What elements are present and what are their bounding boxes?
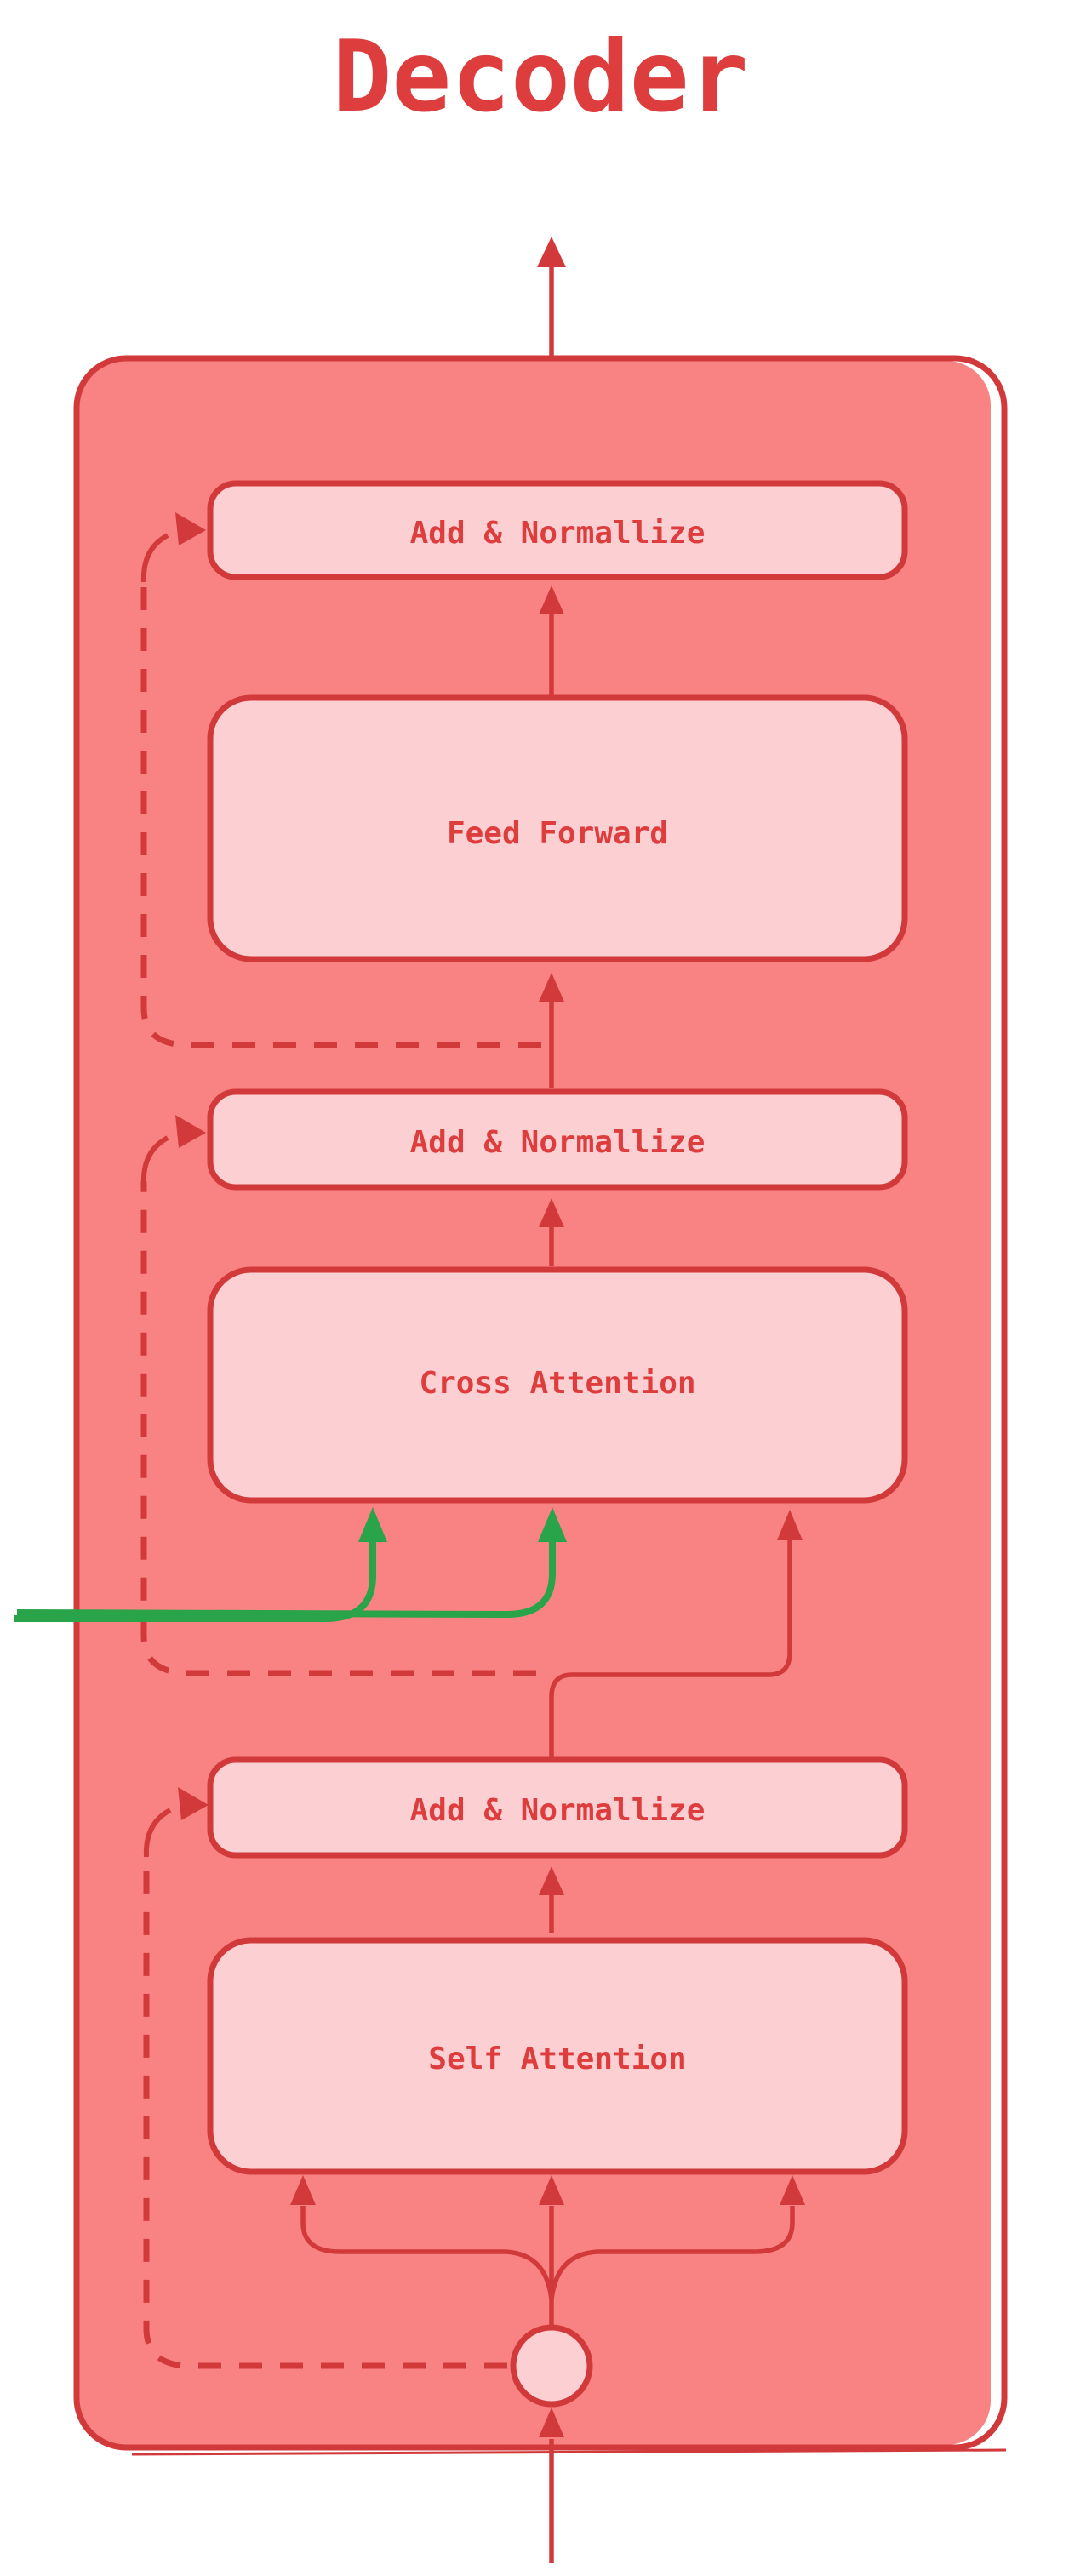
container-bottom-overshoot-stroke xyxy=(131,2448,1007,2456)
node-feed-forward-label: Feed Forward xyxy=(447,816,668,851)
arrow-addnorm-bottom-to-crossattention xyxy=(549,1510,803,1758)
residual-top-arrowhead-icon xyxy=(175,512,206,545)
input-arrow xyxy=(539,2408,564,2563)
residual-bottom-dashed xyxy=(143,1787,507,2369)
node-add-normalize-middle-label: Add & Normallize xyxy=(410,1125,706,1160)
node-add-normalize-top: Add & Normallize xyxy=(207,480,908,580)
arrow-junction-to-feedforward xyxy=(539,973,564,1088)
residual-middle-arrowhead-icon xyxy=(175,1115,206,1148)
node-cross-attention-label: Cross Attention xyxy=(419,1366,695,1401)
node-self-attention-label: Self Attention xyxy=(428,2042,686,2076)
arrow-selfattention-to-addnorm-bottom xyxy=(539,1866,564,1933)
arrow-feedforward-to-addnorm-top xyxy=(539,585,564,696)
encoder-input-arrow-left xyxy=(14,1507,387,1622)
node-add-normalize-bottom-label: Add & Normallize xyxy=(410,1793,706,1828)
residual-top-dashed xyxy=(140,512,541,1048)
node-add-normalize-top-label: Add & Normallize xyxy=(410,516,706,551)
residual-bottom-arrowhead-icon xyxy=(178,1787,209,1820)
node-cross-attention: Cross Attention xyxy=(207,1266,908,1504)
residual-middle-dashed xyxy=(140,1115,536,1676)
node-add-normalize-bottom: Add & Normallize xyxy=(207,1756,908,1859)
node-self-attention: Self Attention xyxy=(207,1937,908,2175)
arrow-crossattention-to-addnorm-middle xyxy=(539,1198,564,1266)
diagram-title: Decoder xyxy=(333,20,749,134)
encoder-input-arrow-center xyxy=(16,1507,567,1619)
selfattention-input-fork xyxy=(290,2175,805,2326)
node-feed-forward: Feed Forward xyxy=(207,694,908,962)
node-add-normalize-middle: Add & Normallize xyxy=(207,1088,908,1191)
input-junction-circle xyxy=(510,2324,593,2408)
